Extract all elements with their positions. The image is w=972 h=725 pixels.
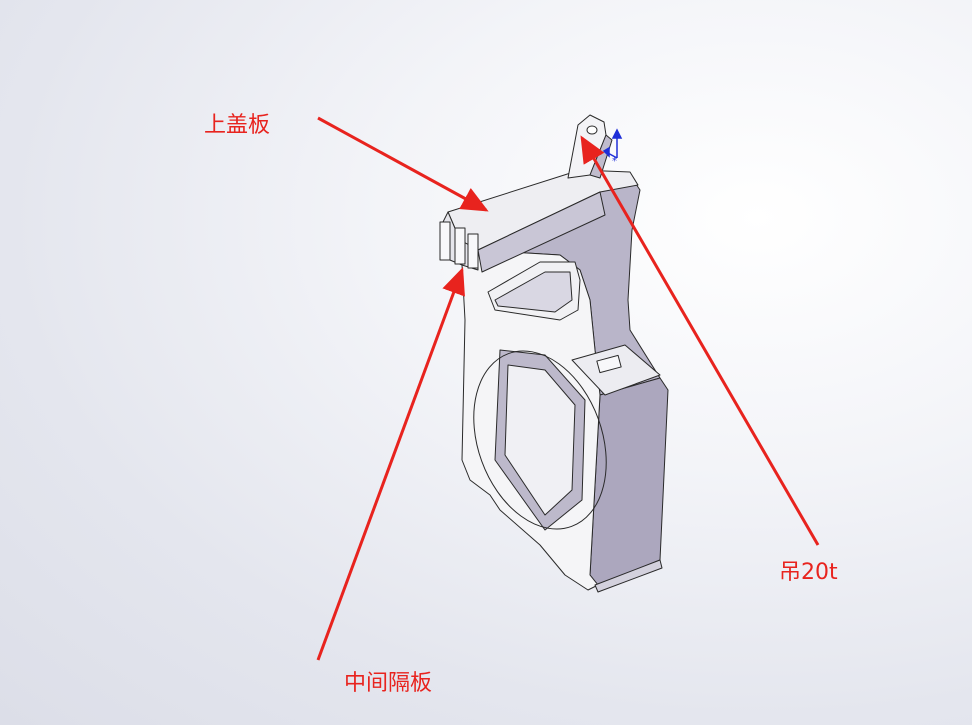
arrow-mid-partition bbox=[316, 267, 465, 661]
fixture-body bbox=[439, 114, 669, 593]
label-top-cover: 上盖板 bbox=[204, 113, 271, 138]
svg-text:*: * bbox=[612, 156, 617, 167]
label-lift-20t: 吊20t bbox=[779, 560, 838, 585]
arrow-top-cover bbox=[317, 116, 489, 212]
axis-triad-icon: * bbox=[602, 128, 623, 167]
label-mid-partition: 中间隔板 bbox=[344, 671, 433, 696]
arrow-lift bbox=[580, 135, 820, 546]
callout-arrows bbox=[316, 116, 820, 661]
